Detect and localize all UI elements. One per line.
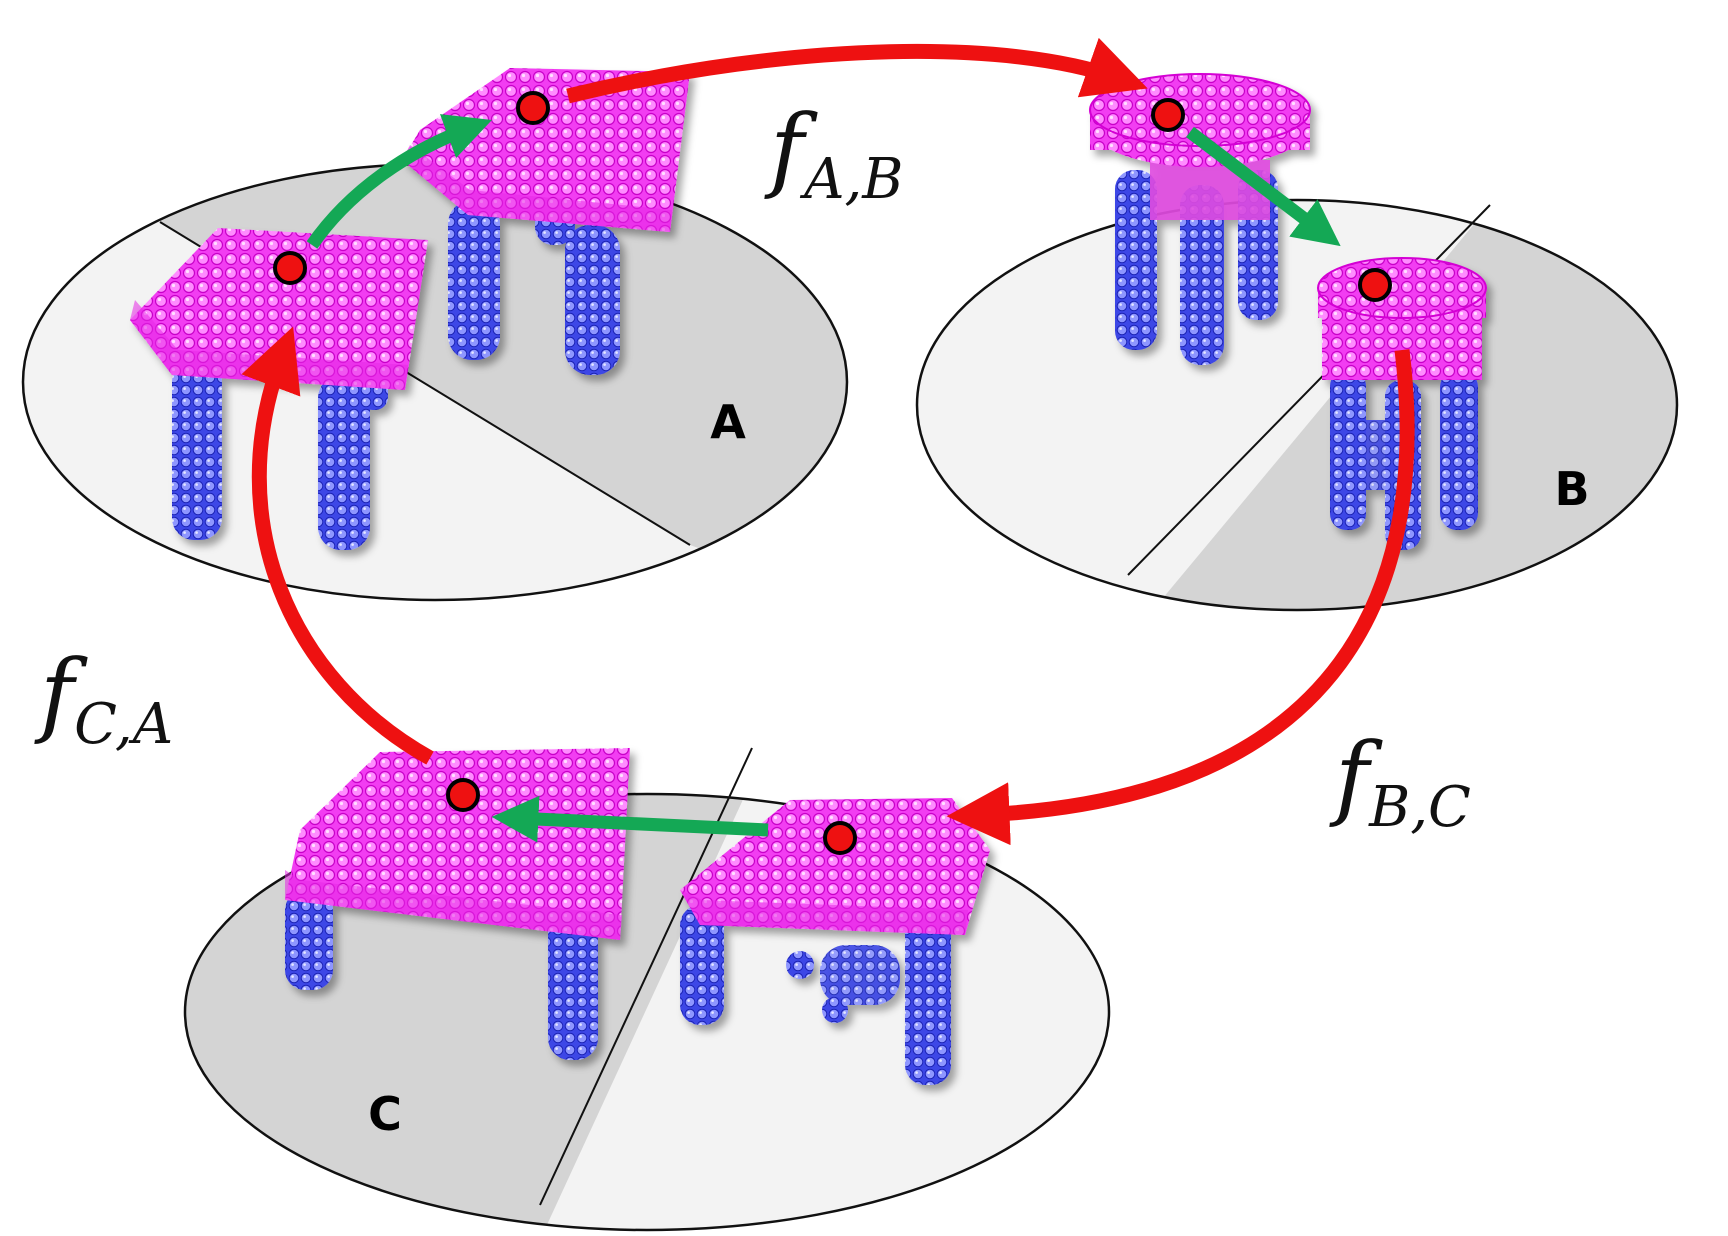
map-arrow-bc — [946, 349, 1415, 846]
point-a2 — [516, 91, 550, 125]
map-arrow-ab — [566, 37, 1148, 104]
point-c2 — [823, 821, 857, 855]
point-b1 — [1151, 98, 1185, 132]
point-b2 — [1358, 268, 1392, 302]
table-c1 — [285, 748, 630, 1060]
region-b-disc — [915, 198, 1679, 612]
table-a1 — [130, 228, 428, 550]
map-arrow-ca — [241, 326, 434, 765]
map-label-bc: fB,C — [1329, 723, 1471, 840]
map-label-ca: fC,A — [34, 640, 173, 757]
inner-arrow-a — [306, 114, 492, 249]
map-label-ab: fA,B — [764, 95, 903, 212]
inner-arrow-b — [1186, 126, 1341, 247]
region-a-label: A — [710, 395, 746, 449]
table-a2 — [402, 68, 690, 375]
region-b-label: B — [1554, 462, 1589, 516]
inner-arrow-c — [491, 795, 769, 843]
point-markers — [273, 91, 1392, 855]
point-c1 — [446, 778, 480, 812]
point-a1 — [273, 251, 307, 285]
region-c-label: C — [368, 1087, 402, 1141]
